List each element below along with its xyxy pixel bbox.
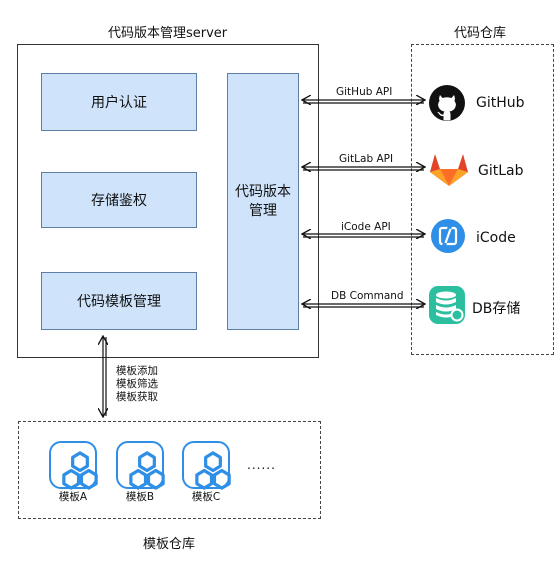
module-template-mgmt: 代码模板管理: [41, 272, 197, 330]
template-operations: 模板添加 模板筛选 模板获取: [116, 365, 158, 404]
repository-title: 代码仓库: [454, 26, 507, 41]
database-icon: [429, 286, 465, 324]
github-icon: [429, 85, 465, 121]
repo-name-icode: iCode: [476, 230, 516, 246]
module-user-auth: 用户认证: [41, 73, 197, 131]
template-repository-title: 模板仓库: [143, 537, 196, 552]
template-op-filter: 模板筛选: [116, 378, 158, 390]
api-label-gitlab: GitLab API: [339, 153, 394, 165]
template-a-icon: [49, 441, 97, 489]
api-label-db: DB Command: [331, 290, 404, 302]
template-op-fetch: 模板获取: [116, 391, 158, 403]
repository-container: [411, 44, 554, 355]
template-op-add: 模板添加: [116, 365, 158, 377]
icode-icon: [431, 219, 465, 253]
template-c-label: 模板C: [191, 491, 221, 503]
module-version-mgmt: 代码版本 管理: [227, 73, 299, 330]
gitlab-icon: [430, 154, 468, 186]
template-c-icon: [182, 441, 230, 489]
module-version-mgmt-label-line1: 代码版本: [235, 183, 291, 200]
module-version-mgmt-label-line2: 管理: [249, 202, 277, 219]
module-template-mgmt-label: 代码模板管理: [77, 294, 161, 310]
module-storage-auth-label: 存储鉴权: [91, 193, 147, 209]
repo-name-db: DB存储: [472, 301, 521, 317]
template-b-icon: [116, 441, 164, 489]
template-more-ellipsis: ......: [247, 458, 276, 472]
server-title: 代码版本管理server: [108, 26, 228, 41]
repo-name-github: GitHub: [476, 95, 525, 111]
template-b-label: 模板B: [125, 491, 155, 503]
api-label-icode: iCode API: [341, 221, 391, 233]
api-label-github: GitHub API: [336, 86, 393, 98]
template-a-label: 模板A: [58, 491, 88, 503]
repo-name-gitlab: GitLab: [478, 163, 524, 179]
template-repository-container: [18, 421, 321, 519]
module-user-auth-label: 用户认证: [91, 95, 147, 111]
module-storage-auth: 存储鉴权: [41, 172, 197, 228]
